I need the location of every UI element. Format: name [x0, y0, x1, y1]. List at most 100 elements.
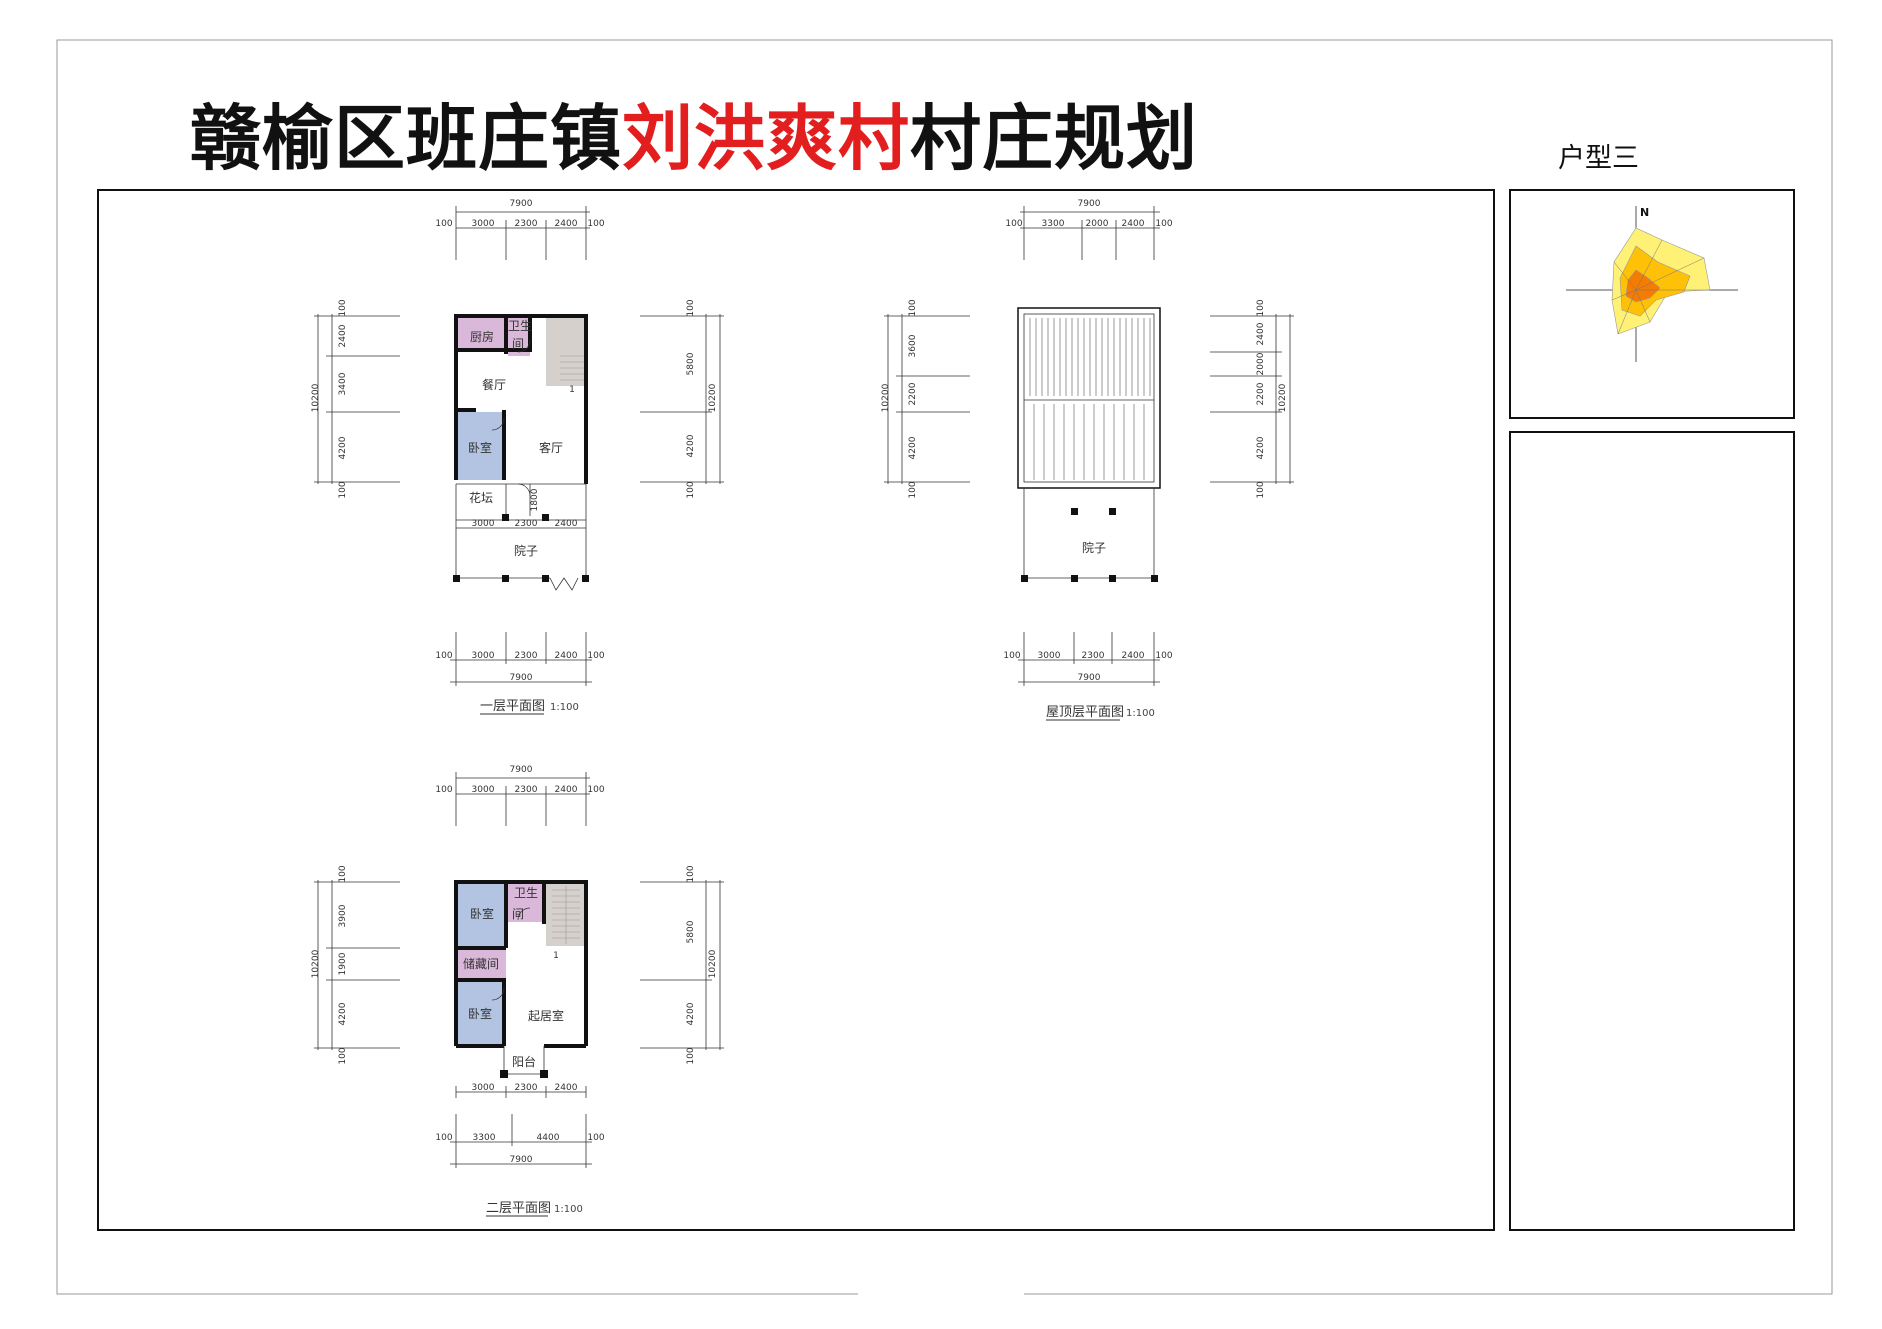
sf-left-total: 10200	[311, 949, 321, 978]
gf-columns	[453, 514, 589, 582]
sf-right-dims	[640, 880, 724, 1050]
rf-porch	[1023, 488, 1155, 579]
gf-dining-label: 餐厅	[482, 377, 506, 392]
sf-caption: 二层平面图	[486, 1201, 551, 1216]
sf-toilet-label: 间	[512, 907, 524, 921]
sf-inner-dim: 2400	[555, 1083, 578, 1093]
gf-stair-number: 1	[569, 385, 575, 395]
sf-left-dim: 4200	[338, 1002, 348, 1025]
rf-right-dim: 100	[1256, 481, 1266, 498]
sf-bedroom-a	[456, 882, 506, 946]
rf-left-dim: 4200	[908, 436, 918, 459]
gf-yard-label: 院子	[514, 544, 538, 558]
sf-bottom-dim: 100	[587, 1133, 604, 1143]
sf-toilet	[508, 882, 544, 922]
gf-top-dims	[455, 206, 590, 260]
sf-bottom-dim: 100	[435, 1133, 452, 1143]
rf-bottom-dim: 2400	[1122, 651, 1145, 661]
rf-right-dim: 2400	[1256, 322, 1266, 345]
sf-top-dim: 100	[587, 785, 604, 795]
gf-toilet-label: 卫生	[508, 319, 532, 333]
gf-left-dim: 100	[338, 481, 348, 498]
sf-bottom-total: 7900	[510, 1155, 533, 1165]
gf-toilet-label: 间	[512, 337, 524, 351]
rf-bottom-dim: 3000	[1038, 651, 1061, 661]
sf-bedroom-a-label: 卧室	[470, 906, 494, 921]
rf-bottom-dim: 100	[1003, 651, 1020, 661]
sf-left-dim: 1900	[338, 952, 348, 975]
rf-bottom-dim: 2300	[1082, 651, 1105, 661]
gf-bottom-dim: 2400	[555, 651, 578, 661]
rf-columns	[1021, 508, 1158, 582]
sf-left-dim: 100	[338, 865, 348, 882]
sf-left-dim: 100	[338, 1047, 348, 1064]
gf-top-dim: 2300	[515, 219, 538, 229]
sf-bedroom-b	[456, 982, 504, 1046]
rf-bottom-total: 7900	[1078, 673, 1101, 683]
gf-bottom-dim: 3000	[472, 651, 495, 661]
rf-top-dim: 100	[1155, 219, 1172, 229]
gf-bottom-total: 7900	[510, 673, 533, 683]
gf-left-dims	[314, 314, 400, 484]
sf-toilet-label: 卫生	[514, 886, 538, 900]
sf-inner-line	[455, 1086, 587, 1098]
rf-top-dim: 3300	[1042, 219, 1065, 229]
rf-top-total: 7900	[1078, 199, 1101, 209]
sf-inner-dim: 3000	[472, 1083, 495, 1093]
gf-door-swing	[517, 483, 531, 497]
house-type-label: 户型三	[1558, 143, 1639, 174]
gf-right-dims	[640, 314, 724, 484]
sf-right-dim: 5800	[686, 920, 696, 943]
sf-right-dim: 100	[686, 1047, 696, 1064]
rf-yard-label: 院子	[1082, 541, 1106, 555]
page-title: 赣榆区班庄镇刘洪爽村村庄规划	[190, 82, 1198, 184]
sf-top-total: 7900	[510, 765, 533, 775]
gf-left-dim: 2400	[338, 324, 348, 347]
title-part2: 村庄规划	[910, 97, 1199, 180]
gf-bottom-dim: 100	[587, 651, 604, 661]
gf-bottom-dims	[450, 632, 592, 686]
rf-left-dim: 2200	[908, 382, 918, 405]
sf-balcony	[503, 1046, 545, 1075]
sf-bottom-dim: 4400	[537, 1133, 560, 1143]
rf-roof-outline	[1017, 307, 1161, 489]
info-panel	[1509, 431, 1795, 1231]
rf-right-dim: 2000	[1256, 352, 1266, 375]
rf-top-dim: 2400	[1122, 219, 1145, 229]
title-village: 刘洪爽村	[622, 97, 911, 180]
gf-bottom-dim: 100	[435, 651, 452, 661]
gf-top-dim: 2400	[555, 219, 578, 229]
sf-columns	[500, 1070, 548, 1078]
rf-right-dim: 100	[1256, 299, 1266, 316]
sf-right-dim: 4200	[686, 1002, 696, 1025]
rf-left-dims	[884, 314, 970, 484]
sf-inner-dim: 2300	[515, 1083, 538, 1093]
sf-right-dim: 100	[686, 865, 696, 882]
gf-right-dim: 4200	[686, 434, 696, 457]
gf-top-dim: 100	[587, 219, 604, 229]
title-part1: 赣榆区班庄镇	[190, 97, 623, 180]
gf-right-dim: 5800	[686, 352, 696, 375]
gf-bedroom-label: 卧室	[468, 440, 492, 455]
rf-caption: 屋顶层平面图	[1046, 705, 1124, 720]
second-floor-plan: 7900 100 3000 2300 2400 100 10200 100 39…	[311, 765, 724, 1217]
rf-bottom-dim: 100	[1155, 651, 1172, 661]
rf-right-dim: 2200	[1256, 382, 1266, 405]
sf-storage-label: 储藏间	[463, 956, 499, 971]
sf-bottom-dim: 3300	[473, 1133, 496, 1143]
rf-bottom-dims	[1018, 632, 1160, 686]
rf-right-dim: 4200	[1256, 436, 1266, 459]
gf-flowerbed-label: 花坛	[469, 490, 493, 505]
rf-roof-hatch	[1029, 318, 1151, 480]
gf-stair-lines	[560, 355, 584, 381]
gf-top-dim: 3000	[472, 219, 495, 229]
gf-kitchen	[456, 316, 506, 350]
rf-left-dim: 3600	[908, 334, 918, 357]
gf-right-dim: 100	[686, 481, 696, 498]
rf-right-total: 10200	[1278, 383, 1288, 412]
gf-toilet	[508, 316, 530, 356]
compass-panel	[1509, 189, 1795, 419]
gf-kitchen-label: 厨房	[470, 329, 494, 344]
north-label: N	[1640, 206, 1649, 219]
rf-right-dims	[1210, 314, 1294, 484]
